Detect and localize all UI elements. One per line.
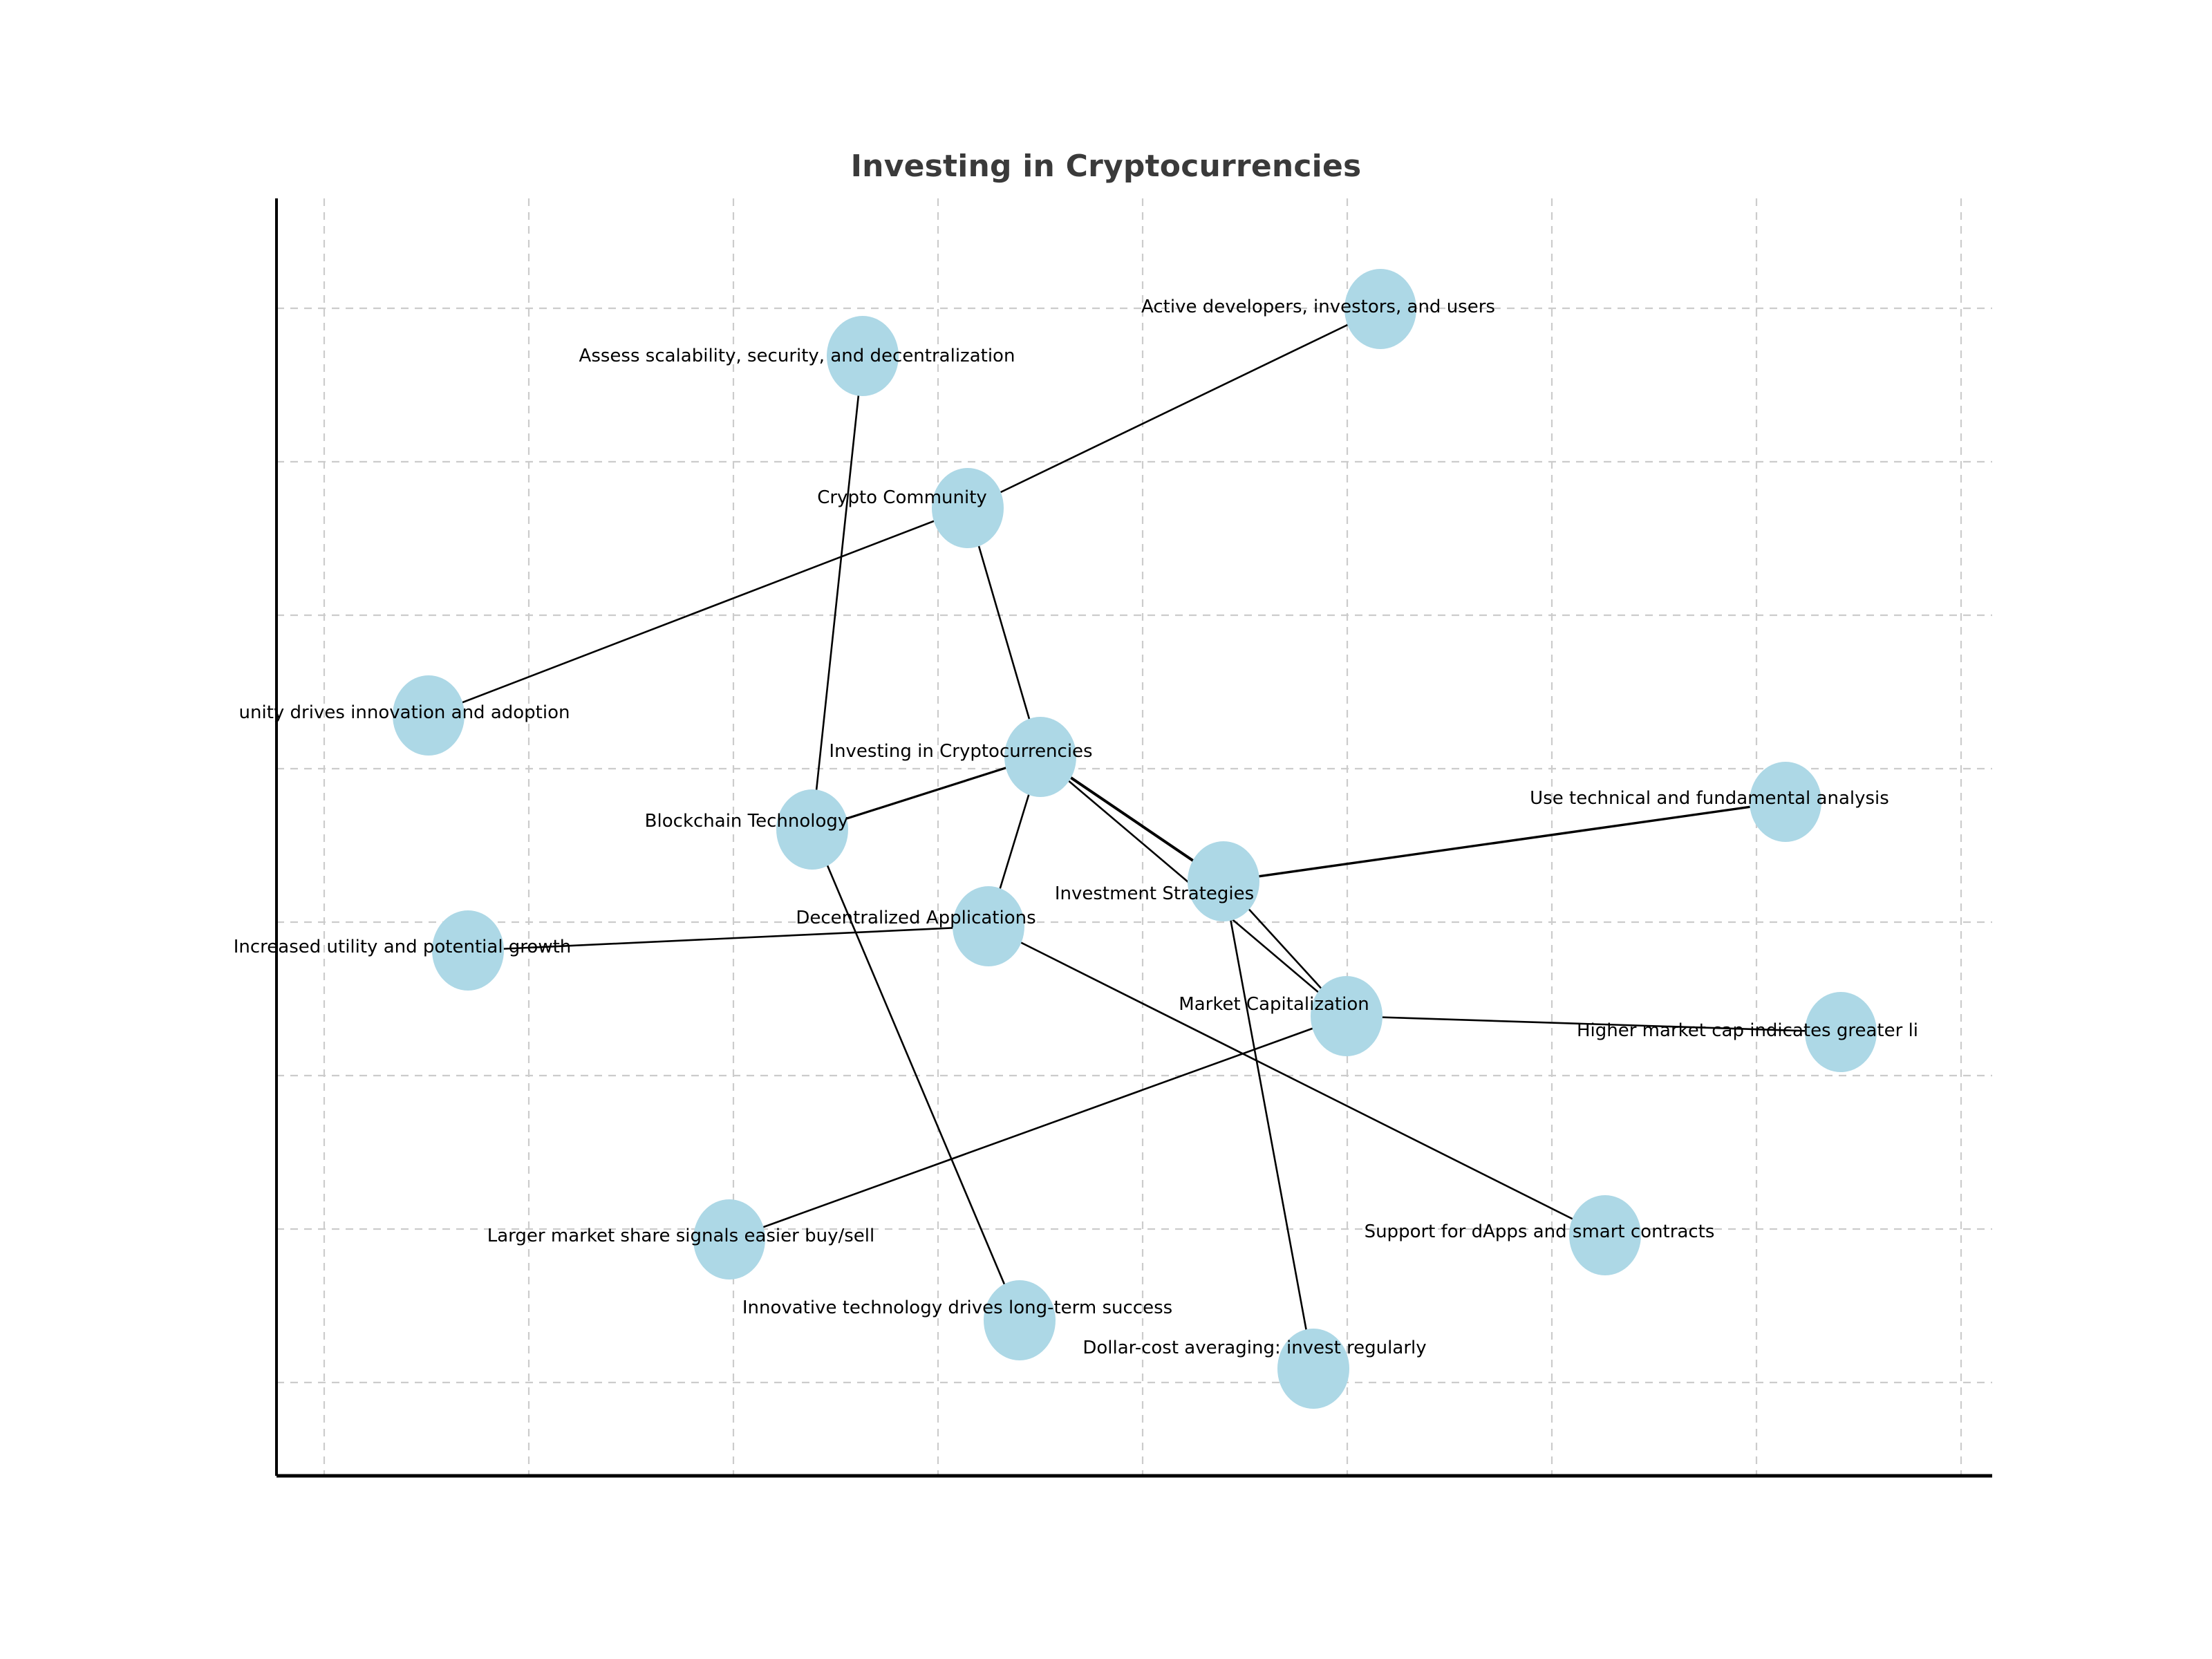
graph-node[interactable] <box>827 316 899 396</box>
graph-node[interactable] <box>932 468 1004 548</box>
graph-edge <box>1223 800 1786 883</box>
graph-edge <box>966 507 1042 758</box>
graph-edge <box>428 507 968 717</box>
graph-node[interactable] <box>693 1199 765 1280</box>
page-title: Investing in Cryptocurrencies <box>850 149 1362 184</box>
graph-node[interactable] <box>1004 717 1076 797</box>
graph-edge <box>988 925 1606 1237</box>
grid-lines <box>276 198 1992 1476</box>
graph-edge <box>811 829 1021 1321</box>
graph-node[interactable] <box>984 1280 1056 1360</box>
graph-edge <box>467 925 989 952</box>
node-group <box>393 269 1877 1409</box>
graph-node[interactable] <box>1311 976 1382 1056</box>
graph-node[interactable] <box>1277 1329 1349 1409</box>
graph-edge <box>812 756 1041 831</box>
graph-edge <box>1222 881 1315 1369</box>
graph-node[interactable] <box>432 910 504 991</box>
graph-edge <box>967 308 1381 509</box>
graph-node[interactable] <box>776 789 848 870</box>
graph-node[interactable] <box>1805 992 1877 1072</box>
graph-edge <box>729 1015 1347 1241</box>
graph-node[interactable] <box>1569 1195 1641 1275</box>
axis-spines <box>275 198 1992 1478</box>
graph-node[interactable] <box>1750 762 1821 842</box>
graph-node[interactable] <box>1188 841 1259 921</box>
graph-edge <box>1346 1015 1841 1033</box>
graph-edge <box>811 355 864 830</box>
graph-node[interactable] <box>953 886 1024 966</box>
graph-node[interactable] <box>393 675 465 756</box>
graph-node[interactable] <box>1344 269 1416 349</box>
